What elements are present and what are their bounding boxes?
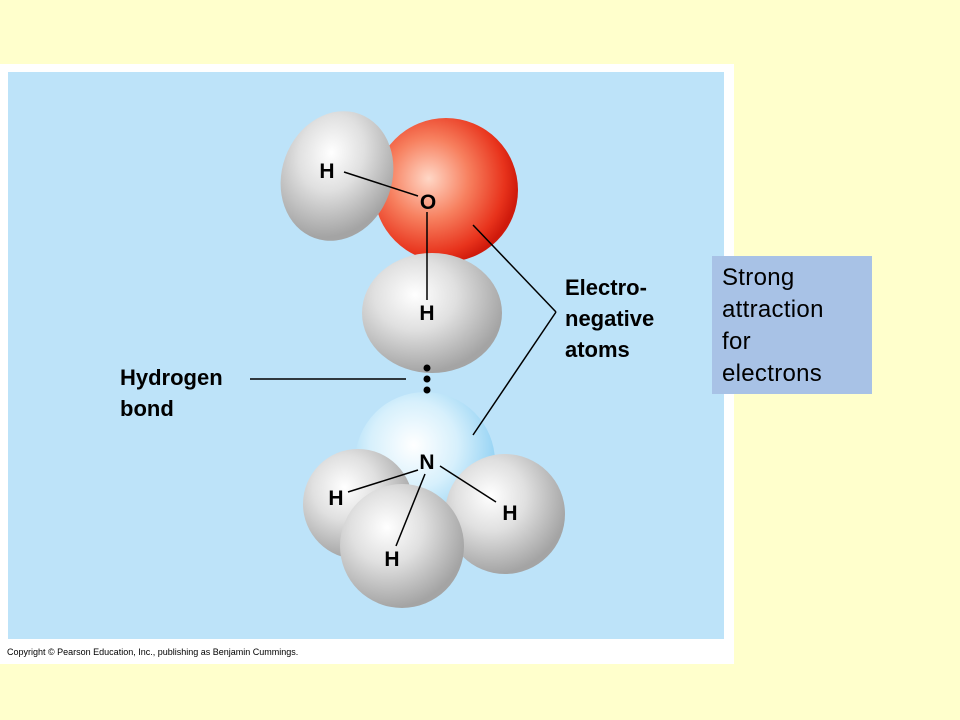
electronegative-label-line-3: atoms: [565, 337, 630, 362]
label-h-ammonia-left: H: [328, 487, 343, 510]
hydrogen-atom-ammonia-right: [445, 454, 565, 574]
electronegative-label: Electro- negative atoms: [565, 275, 654, 362]
hydrogen-atom-water-bottom: [362, 253, 502, 373]
callout-line-4: electrons: [722, 360, 823, 387]
hydrogen-atom-ammonia-front: [340, 484, 464, 608]
callout-box: Strong attraction for electrons: [712, 256, 872, 394]
copyright-text: Copyright © Pearson Education, Inc., pub…: [7, 647, 299, 657]
bond-line-o-h-top: [343, 171, 419, 197]
hydrogen-bond-dot-1: [423, 364, 431, 372]
electronegative-bracket: [472, 224, 557, 436]
label-h-water-top: H: [319, 160, 334, 183]
bond-line-n-h-right: [439, 465, 497, 503]
callout-line-3: for: [722, 328, 751, 355]
water-molecule: [280, 111, 518, 373]
hydrogen-bond-dot-2: [423, 375, 431, 383]
bracket-line-to-nitrogen: [472, 311, 557, 436]
electronegative-label-line-1: Electro-: [565, 275, 647, 300]
label-n: N: [419, 451, 434, 474]
hydrogen-bond-label: Hydrogen bond: [120, 365, 223, 421]
hydrogen-bond-dot-3: [423, 386, 431, 394]
callout-text: Strong attraction for electrons: [722, 262, 824, 390]
ammonia-molecule: [303, 392, 565, 608]
callout-line-2: attraction: [722, 296, 824, 323]
bond-line-n-h-front: [395, 473, 426, 547]
hydrogen-bond-label-line-2: bond: [120, 396, 174, 421]
oxygen-atom: [374, 118, 518, 262]
callout-line-1: Strong: [722, 264, 795, 291]
label-h-water-bottom: H: [419, 302, 434, 325]
label-h-ammonia-right: H: [502, 502, 517, 525]
bracket-line-to-oxygen: [472, 224, 557, 313]
bond-line-n-h-left: [347, 469, 419, 493]
hydrogen-atom-water-top: [280, 111, 394, 241]
hydrogen-bond-label-line-1: Hydrogen: [120, 365, 223, 390]
electronegative-label-line-2: negative: [565, 306, 654, 331]
label-h-ammonia-front: H: [384, 548, 399, 571]
bond-lines: [343, 171, 497, 547]
label-o: O: [420, 191, 436, 214]
hydrogen-bond-dots: [423, 364, 431, 394]
